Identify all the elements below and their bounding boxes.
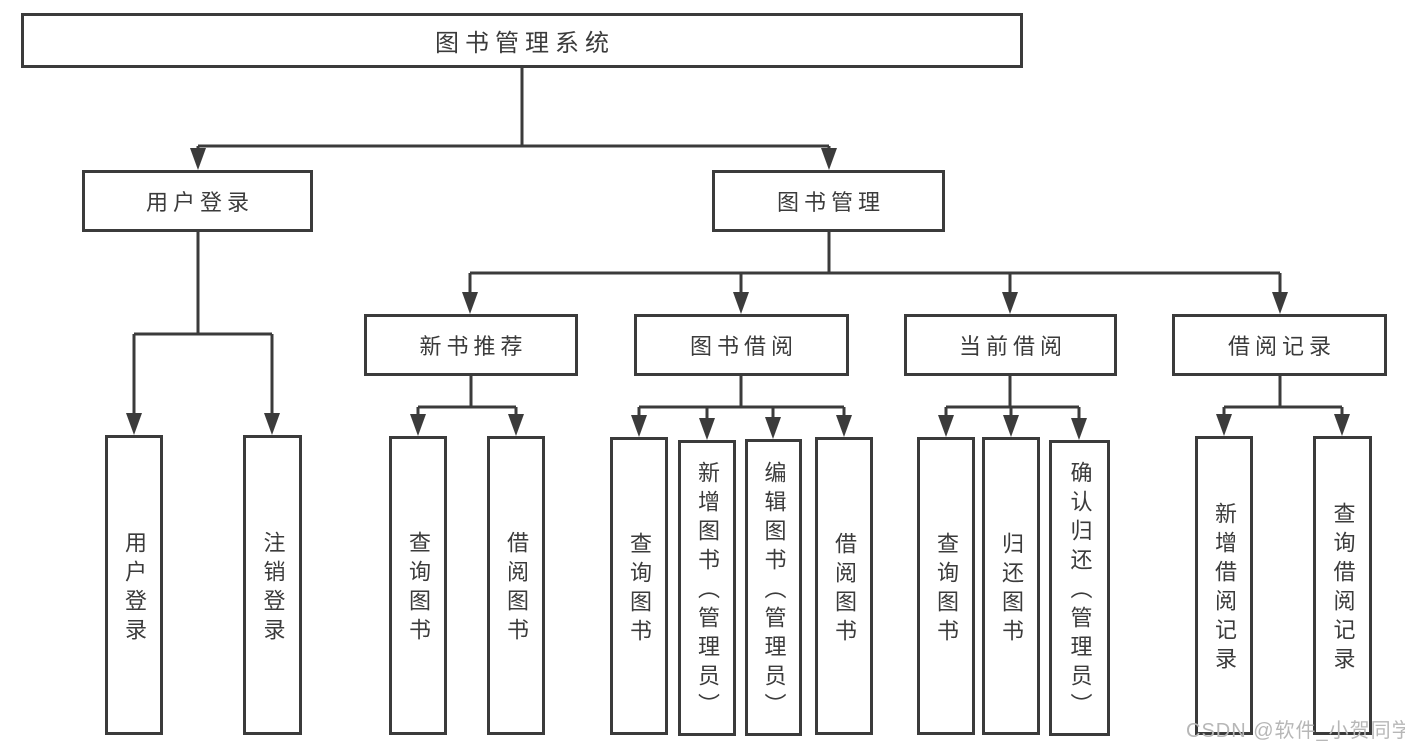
leaf-borrow-books: 借阅图书 <box>815 437 873 735</box>
leaf-borrow-books-recommend: 借阅图书 <box>487 436 545 735</box>
leaf-query-books-recommend: 查询图书 <box>389 436 447 735</box>
leaf-add-borrow-record: 新增借阅记录 <box>1195 436 1253 735</box>
node-label: 查询图书 <box>406 531 431 647</box>
node-label: 借阅记录 <box>1227 334 1336 359</box>
node-root: 图书管理系统 <box>21 13 1023 68</box>
leaf-query-books-current: 查询图书 <box>917 437 975 735</box>
arrowhead-icon <box>126 413 142 435</box>
leaf-query-books-borrow: 查询图书 <box>610 437 668 735</box>
leaf-query-borrow-record: 查询借阅记录 <box>1313 436 1372 735</box>
arrowhead-icon <box>836 415 852 437</box>
leaf-confirm-return-admin: 确认归还（管理员） <box>1049 440 1110 736</box>
node-label: 查询借阅记录 <box>1330 502 1356 676</box>
leaf-add-book-admin: 新增图书（管理员） <box>678 440 736 736</box>
leaf-edit-book-admin: 编辑图书（管理员） <box>745 439 802 736</box>
arrowhead-icon <box>264 413 280 435</box>
leaf-logout: 注销登录 <box>243 435 302 735</box>
node-label: 新增图书（管理员） <box>695 461 720 722</box>
arrowhead-icon <box>508 414 524 436</box>
node-user-login: 用户登录 <box>82 170 313 232</box>
connector-login-to-leaves <box>132 232 274 416</box>
node-borrow-records: 借阅记录 <box>1172 314 1387 376</box>
node-label: 编辑图书（管理员） <box>761 460 787 722</box>
leaf-user-login: 用户登录 <box>105 435 163 735</box>
node-book-borrow: 图书借阅 <box>634 314 849 376</box>
arrowhead-icon <box>765 417 781 439</box>
node-new-book-recommend: 新书推荐 <box>364 314 578 376</box>
arrowhead-icon <box>1002 292 1018 314</box>
node-label: 借阅图书 <box>504 531 529 647</box>
arrowhead-icon <box>938 415 954 437</box>
arrowhead-icon <box>1216 414 1232 436</box>
node-label: 图书管理系统 <box>435 30 615 57</box>
node-label: 新增借阅记录 <box>1212 502 1237 676</box>
arrowhead-icon <box>1003 415 1019 437</box>
node-label: 确认归还（管理员） <box>1067 461 1093 722</box>
arrowhead-icon <box>410 414 426 436</box>
node-label: 新书推荐 <box>419 334 528 359</box>
arrowhead-icon <box>733 292 749 314</box>
node-book-management: 图书管理 <box>712 170 945 232</box>
arrowhead-icon <box>1071 418 1087 440</box>
node-label: 归还图书 <box>999 531 1024 648</box>
arrowhead-icon <box>631 415 647 437</box>
node-label: 借阅图书 <box>832 531 857 648</box>
arrowhead-icon <box>1272 292 1288 314</box>
connector-borrow-to-leaves <box>637 376 846 420</box>
arrowhead-icon <box>699 418 715 440</box>
node-label: 图书管理 <box>776 190 885 215</box>
leaf-return-book: 归还图书 <box>982 437 1040 735</box>
node-label: 图书借阅 <box>689 334 798 359</box>
arrowhead-icon <box>821 148 837 170</box>
connector-recommend-to-leaves <box>416 376 518 417</box>
node-label: 查询图书 <box>934 531 959 648</box>
connector-records-to-leaves <box>1222 376 1344 417</box>
connector-root-to-level2 <box>196 68 831 152</box>
arrowhead-icon <box>190 148 206 170</box>
node-label: 用户登录 <box>145 190 254 215</box>
node-label: 注销登录 <box>260 530 286 647</box>
arrowhead-icon <box>1334 414 1350 436</box>
node-label: 用户登录 <box>122 530 147 647</box>
watermark: CSDN @软件_小贺同学 <box>1186 720 1405 742</box>
node-current-borrow: 当前借阅 <box>904 314 1117 376</box>
connector-current-to-leaves <box>944 376 1081 420</box>
arrowhead-icon <box>462 292 478 314</box>
node-label: 当前借阅 <box>958 334 1067 359</box>
connector-management-to-modules <box>468 232 1282 295</box>
node-label: 查询图书 <box>627 531 652 648</box>
